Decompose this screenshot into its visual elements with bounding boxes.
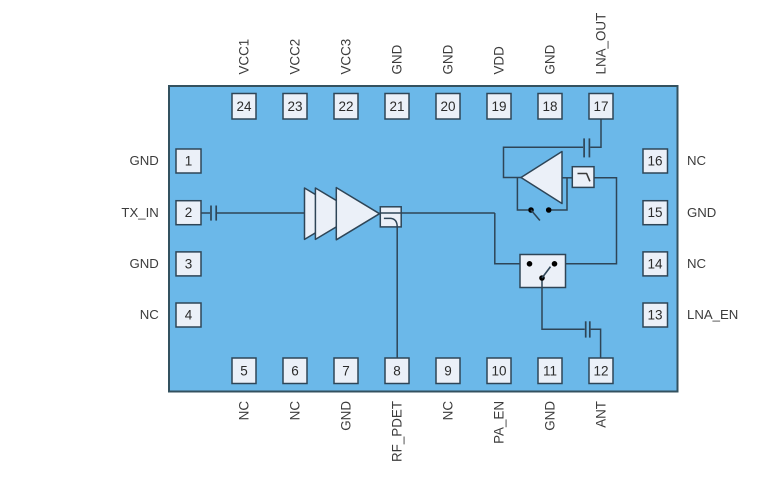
svg-text:RF_PDET: RF_PDET — [390, 401, 405, 462]
svg-text:LNA_OUT: LNA_OUT — [594, 13, 609, 75]
svg-text:22: 22 — [338, 99, 353, 114]
svg-text:NC: NC — [687, 153, 707, 168]
svg-text:10: 10 — [491, 363, 506, 378]
svg-text:12: 12 — [593, 363, 608, 378]
svg-text:TX_IN: TX_IN — [121, 205, 158, 220]
svg-text:24: 24 — [236, 99, 252, 114]
svg-text:GND: GND — [339, 401, 354, 431]
svg-text:NC: NC — [288, 401, 303, 421]
svg-text:GND: GND — [543, 44, 558, 74]
svg-text:PA_EN: PA_EN — [492, 401, 507, 444]
svg-text:1: 1 — [185, 154, 193, 169]
svg-text:GND: GND — [129, 256, 158, 271]
svg-text:18: 18 — [542, 99, 557, 114]
svg-text:VCC2: VCC2 — [288, 39, 303, 75]
svg-text:11: 11 — [543, 363, 557, 378]
svg-text:20: 20 — [440, 99, 455, 114]
svg-text:LNA_EN: LNA_EN — [687, 307, 738, 322]
svg-text:6: 6 — [291, 363, 299, 378]
svg-text:GND: GND — [441, 44, 456, 74]
svg-text:3: 3 — [185, 256, 193, 271]
svg-text:GND: GND — [687, 205, 716, 220]
svg-text:ANT: ANT — [594, 401, 609, 428]
svg-text:17: 17 — [593, 99, 608, 114]
svg-text:8: 8 — [393, 363, 401, 378]
svg-text:NC: NC — [687, 256, 707, 271]
svg-text:5: 5 — [240, 363, 248, 378]
svg-text:7: 7 — [342, 363, 350, 378]
svg-text:16: 16 — [647, 154, 662, 169]
svg-text:4: 4 — [185, 308, 193, 323]
svg-text:VDD: VDD — [492, 46, 507, 75]
svg-text:GND: GND — [543, 401, 558, 431]
svg-text:23: 23 — [287, 99, 302, 114]
svg-text:13: 13 — [647, 308, 662, 323]
svg-text:14: 14 — [647, 256, 663, 271]
svg-text:15: 15 — [647, 205, 662, 220]
svg-text:21: 21 — [389, 99, 404, 114]
svg-text:GND: GND — [390, 44, 405, 74]
svg-text:2: 2 — [185, 205, 193, 220]
svg-text:19: 19 — [491, 99, 506, 114]
svg-text:GND: GND — [129, 153, 158, 168]
svg-text:NC: NC — [140, 307, 160, 322]
svg-text:NC: NC — [441, 401, 456, 421]
svg-text:VCC3: VCC3 — [339, 39, 354, 75]
svg-text:VCC1: VCC1 — [237, 39, 252, 75]
svg-text:NC: NC — [237, 401, 252, 421]
svg-text:9: 9 — [444, 363, 452, 378]
